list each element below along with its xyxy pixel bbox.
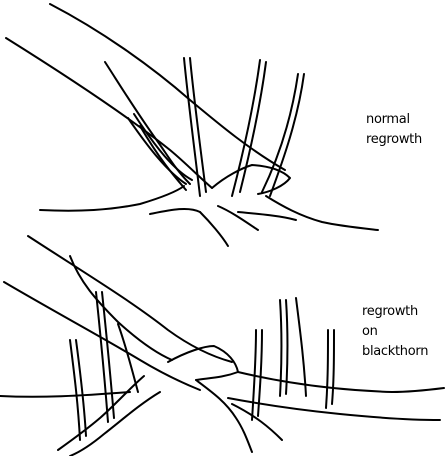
- bottom-shoot-right-3: [296, 298, 306, 396]
- top-root-b: [218, 206, 258, 230]
- top-main-branch-upper-edge: [50, 4, 285, 170]
- bottom-shoot-left-1: [70, 340, 86, 440]
- top-main-branch-lower-edge: [6, 38, 212, 188]
- bottom-main-branch-upper-edge: [28, 236, 232, 362]
- top-shoot-2: [232, 60, 266, 196]
- top-ground-line-left: [150, 209, 200, 214]
- bottom-branch-wedge: [70, 256, 172, 360]
- label-normal-regrowth-line-2: regrowth: [366, 130, 422, 150]
- bottom-stem-right: [196, 380, 252, 452]
- bottom-shoot-right-4: [326, 330, 334, 408]
- label-blackthorn-line-3: blackthorn: [362, 342, 428, 362]
- bottom-ground-line-right: [238, 372, 444, 392]
- bottom-ground-line-left: [0, 392, 130, 397]
- top-stump-cut-face: [212, 165, 290, 194]
- top-root-a: [200, 212, 228, 246]
- top-stump-base: [238, 212, 296, 220]
- top-ground-line-right: [266, 196, 378, 230]
- label-normal-regrowth-line-1: normal: [366, 110, 422, 130]
- top-stump-body: [40, 186, 184, 211]
- label-regrowth-on-blackthorn: regrowth on blackthorn: [362, 302, 428, 362]
- label-blackthorn-line-2: on: [362, 322, 428, 342]
- bottom-shoot-left-2: [96, 292, 114, 422]
- label-normal-regrowth: normal regrowth: [366, 110, 422, 150]
- top-shoot-3: [262, 74, 304, 196]
- label-blackthorn-line-1: regrowth: [362, 302, 428, 322]
- top-sketch-normal-regrowth: [6, 4, 378, 246]
- top-branch-wedge: [105, 62, 190, 184]
- top-shoot-1: [184, 58, 206, 196]
